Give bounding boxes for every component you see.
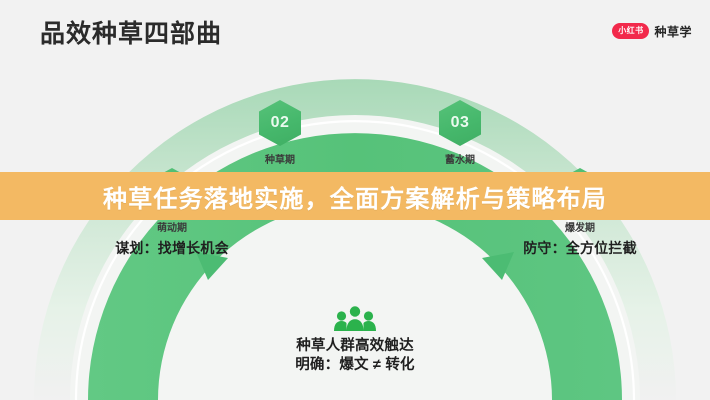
xiaohongshu-logo-badge: 小红书 — [612, 23, 650, 39]
arc-arrow-right-icon — [482, 252, 514, 280]
arc-arrow-left-icon — [196, 252, 228, 280]
page-title: 品效种草四部曲 — [40, 20, 223, 48]
brand-lockup: 小红书 种草学 — [612, 22, 692, 40]
stage-label-04: 爆发期 — [565, 223, 595, 234]
people-group-icon — [334, 306, 376, 331]
stage-desc-04: 防守：全方位拦截 — [523, 240, 637, 256]
overlay-banner: 种草任务落地实施，全面方案解析与策略布局 — [0, 172, 710, 220]
stage-hex-03: 03 — [439, 100, 481, 146]
overlay-banner-text: 种草任务落地实施，全面方案解析与策略布局 — [103, 185, 607, 213]
stage-label-03: 蓄水期 — [445, 155, 475, 166]
stage-label-02: 种草期 — [265, 155, 295, 166]
center-callout: 种草人群高效触达 明确：爆文 ≠ 转化 — [0, 306, 710, 374]
stage-desc-01: 谋划：找增长机会 — [115, 240, 229, 256]
stage-hex-02: 02 — [259, 100, 301, 146]
arc-guide-line — [74, 119, 636, 400]
stage-label-01: 萌动期 — [157, 223, 187, 234]
brand-sub-name: 种草学 — [654, 24, 692, 39]
center-line-1: 种草人群高效触达 — [296, 338, 414, 354]
center-line-2: 明确：爆文 ≠ 转化 — [295, 356, 415, 373]
